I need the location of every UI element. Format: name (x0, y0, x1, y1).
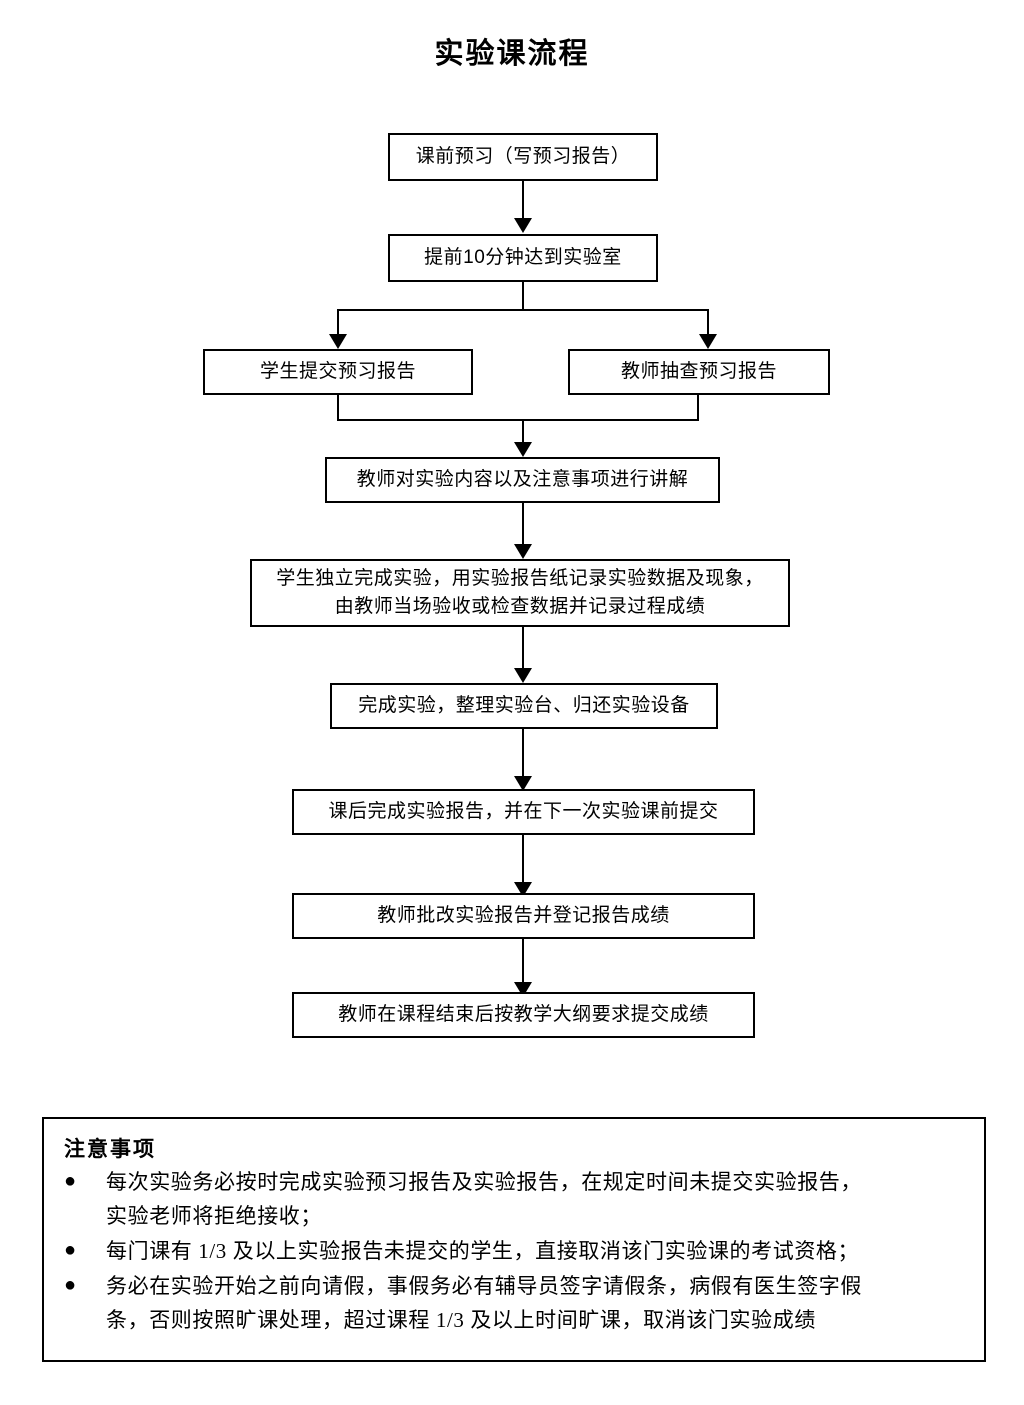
bullet-icon: ● (64, 1274, 77, 1297)
connector-n5-n6 (522, 503, 524, 547)
flow-node-student-submit-preview[interactable]: 学生提交预习报告 (203, 349, 473, 395)
connector-n9-n10 (522, 939, 524, 985)
connector-n3-merge (337, 395, 339, 421)
connector-n1-n2 (522, 181, 524, 221)
flow-node-finish-report[interactable]: 课后完成实验报告，并在下一次实验课前提交 (292, 789, 755, 835)
arrowhead-n7-n8 (514, 776, 532, 791)
flow-node-cleanup-equipment[interactable]: 完成实验，整理实验台、归还实验设备 (330, 683, 718, 729)
flow-node-pre-class-preview[interactable]: 课前预习（写预习报告） (388, 133, 658, 181)
arrowhead-n5-n6 (514, 544, 532, 559)
arrowhead-n1-n2 (514, 218, 532, 233)
connector-n4-merge (697, 395, 699, 421)
bullet-icon: ● (64, 1170, 77, 1192)
note-list-item: ● 每次实验务必按时完成实验预习报告及实验报告，在规定时间未提交实验报告， 实验… (60, 1165, 968, 1233)
notes-panel: 注意事项 ● 每次实验务必按时完成实验预习报告及实验报告，在规定时间未提交实验报… (42, 1117, 986, 1362)
connector-split-right (707, 309, 709, 337)
note-list-item: ● 务必在实验开始之前向请假，事假务必有辅导员签字请假条，病假有医生签字假 条，… (60, 1269, 968, 1337)
bullet-icon: ● (64, 1239, 77, 1262)
connector-n7-n8 (522, 729, 524, 779)
flow-node-submit-final-grades[interactable]: 教师在课程结束后按教学大纲要求提交成绩 (292, 992, 755, 1038)
connector-n6-n7 (522, 627, 524, 671)
note-item-text: 每次实验务必按时完成实验预习报告及实验报告，在规定时间未提交实验报告， 实验老师… (106, 1170, 862, 1229)
arrowhead-n6-n7 (514, 668, 532, 683)
connector-split-bus (337, 309, 708, 311)
note-item-text: 每门课有 1/3 及以上实验报告未提交的学生，直接取消该门实验课的考试资格； (106, 1239, 860, 1264)
flow-node-arrive-early[interactable]: 提前10分钟达到实验室 (388, 234, 658, 282)
connector-split-left (337, 309, 339, 337)
arrowhead-merge-n5 (514, 442, 532, 457)
flow-node-teacher-grade-report[interactable]: 教师批改实验报告并登记报告成绩 (292, 893, 755, 939)
connector-n2-split-stem (522, 282, 524, 310)
flow-node-teacher-explain[interactable]: 教师对实验内容以及注意事项进行讲解 (325, 457, 720, 503)
connector-merge-bus (337, 419, 699, 421)
arrowhead-split-left (329, 334, 347, 349)
flow-node-teacher-check-preview[interactable]: 教师抽查预习报告 (568, 349, 830, 395)
page-title: 实验课流程 (434, 38, 590, 70)
note-list-item: ● 每门课有 1/3 及以上实验报告未提交的学生，直接取消该门实验课的考试资格； (60, 1234, 968, 1268)
connector-merge-stem (522, 419, 524, 445)
flow-node-student-experiment[interactable]: 学生独立完成实验，用实验报告纸记录实验数据及现象， 由教师当场验收或检查数据并记… (250, 559, 790, 627)
flowchart-canvas: 课前预习（写预习报告） 提前10分钟达到实验室 学生提交预习报告 教师抽查预习报… (203, 133, 830, 1038)
arrowhead-split-right (699, 334, 717, 349)
notes-title: 注意事项 (64, 1137, 156, 1161)
connector-n8-n9 (522, 835, 524, 885)
note-item-text: 务必在实验开始之前向请假，事假务必有辅导员签字请假条，病假有医生签字假 条，否则… (106, 1274, 862, 1333)
